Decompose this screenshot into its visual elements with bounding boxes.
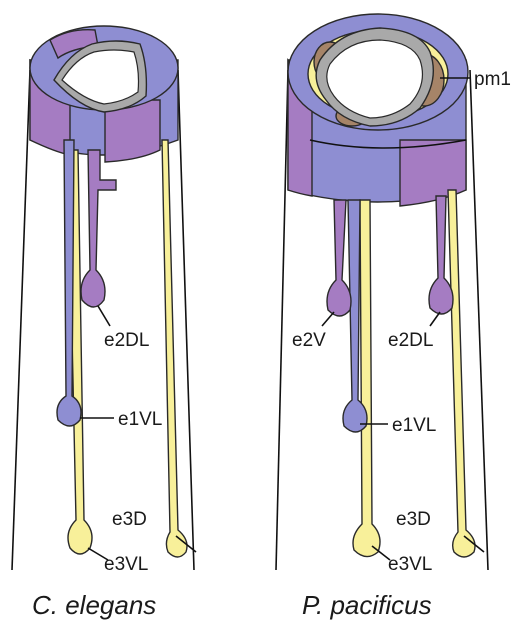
label-e1VL-right: e1VL (392, 415, 436, 436)
e2V-process-2 (327, 200, 351, 316)
body-outline-right (178, 70, 194, 570)
species-c-elegans: C. elegans (32, 590, 156, 620)
e3D-process (162, 140, 187, 557)
e2DL-process (81, 150, 116, 307)
body-outline-right-2 (470, 70, 488, 570)
label-e3D-right: e3D (396, 509, 431, 530)
panel-c-elegans: e2DL e1VL e3D e3VL (12, 26, 196, 575)
e3D-process-2 (448, 190, 475, 557)
label-e2V: e2V (292, 330, 326, 351)
label-e2DL-left: e2DL (104, 330, 149, 351)
label-e3D-left: e3D (112, 509, 147, 530)
label-e1VL-left: e1VL (118, 409, 162, 430)
panel-p-pacificus: pm1 e2V e2DL e1VL e3D e3VL (276, 14, 511, 575)
label-e3VL-left: e3VL (104, 554, 148, 575)
body-outline-left-2 (276, 70, 288, 570)
label-pm1: pm1 (474, 69, 511, 90)
species-p-pacificus: P. pacificus (302, 590, 432, 620)
body-outline-left (12, 70, 30, 570)
label-e3VL-right: e3VL (388, 554, 432, 575)
label-e2DL-right: e2DL (388, 330, 433, 351)
